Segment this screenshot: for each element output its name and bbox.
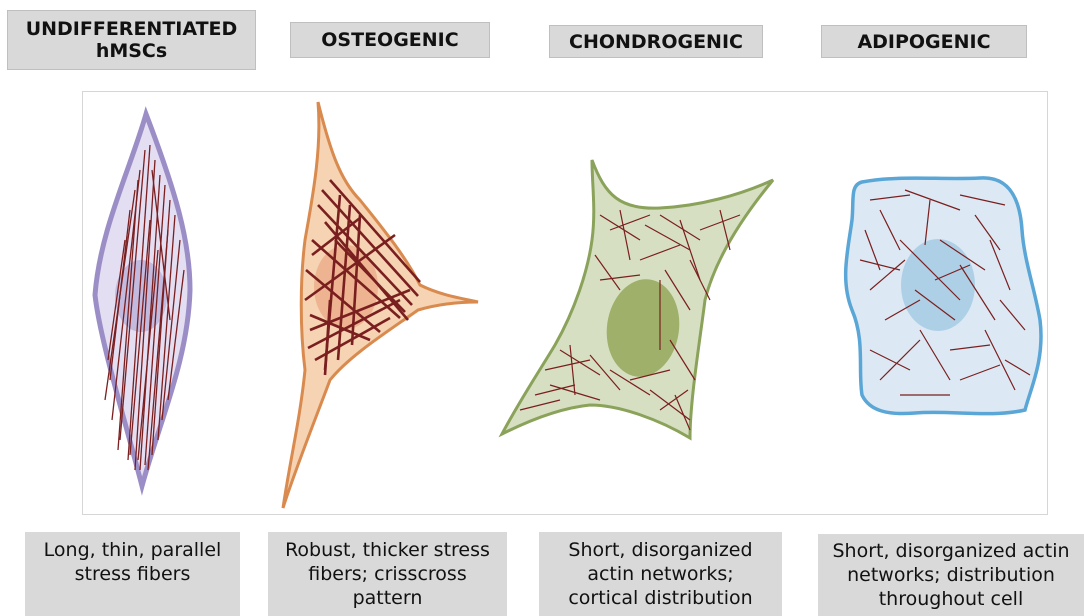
undifferentiated-cell	[95, 114, 190, 486]
chondrogenic-cell	[502, 160, 773, 438]
header-adipogenic: ADIPOGENIC	[821, 25, 1027, 58]
header-undifferentiated: UNDIFFERENTIATED hMSCs	[7, 10, 256, 70]
osteo-membrane	[283, 102, 478, 508]
header-chondrogenic: CHONDROGENIC	[549, 25, 763, 58]
osteogenic-cell	[283, 102, 478, 508]
adipogenic-cell	[846, 178, 1041, 414]
caption-chondrogenic: Short, disorganized actin networks; cort…	[539, 532, 782, 616]
caption-osteogenic: Robust, thicker stress fibers; crisscros…	[268, 532, 507, 616]
caption-undifferentiated: Long, thin, parallel stress fibers	[25, 532, 240, 616]
header-osteogenic: OSTEOGENIC	[290, 22, 490, 58]
caption-adipogenic: Short, disorganized actin networks; dist…	[818, 534, 1084, 616]
